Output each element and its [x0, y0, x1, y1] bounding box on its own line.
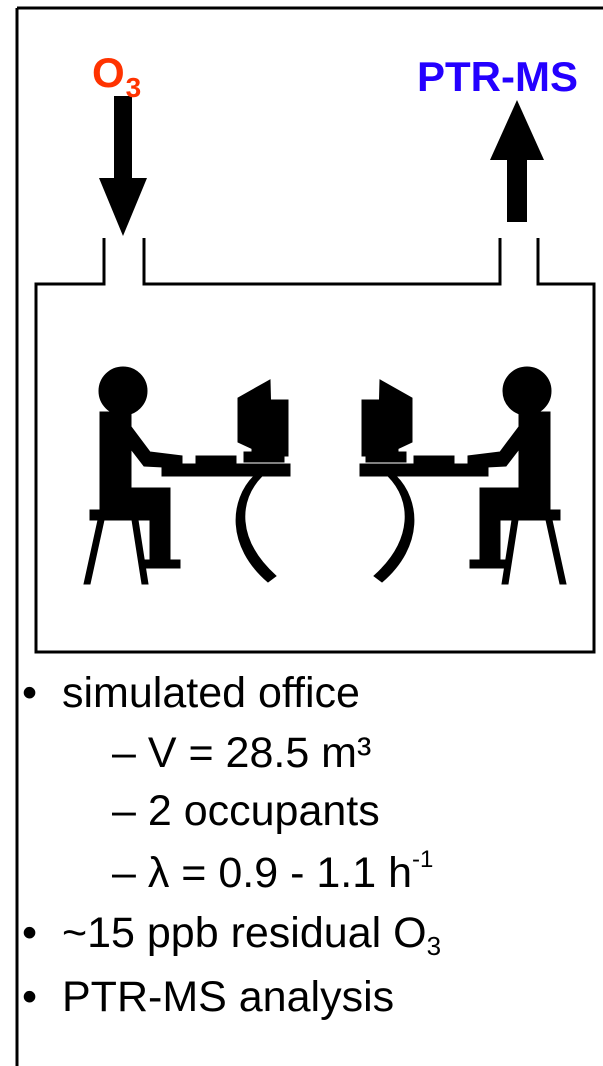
inlet-arrow	[99, 96, 147, 236]
exchange-rate-text: – λ = 0.9 - 1.1 h	[112, 849, 412, 897]
sub-bullet-occupants: – 2 occupants	[112, 790, 380, 833]
ozone-label-text: O	[92, 49, 125, 96]
person-at-computer-icon	[360, 367, 566, 584]
ozone-inlet-label: O3	[92, 52, 141, 94]
bullet-dot-icon: •	[22, 976, 62, 1019]
person-at-computer-icon	[84, 367, 290, 584]
bullet-dot-icon: •	[22, 672, 62, 715]
sub-bullet-volume: – V = 28.5 m³	[112, 732, 371, 775]
ptr-ms-outlet-label: PTR-MS	[417, 56, 578, 98]
ozone-label-subscript: 3	[126, 72, 142, 103]
exchange-rate-superscript: -1	[412, 846, 433, 873]
bullet-simulated-office: •simulated office	[22, 672, 360, 715]
sub-bullet-exchange-rate: – λ = 0.9 - 1.1 h-1	[112, 848, 433, 895]
bullet-ptr-ms-analysis: •PTR-MS analysis	[22, 976, 394, 1019]
bullet-residual-ozone: •~15 ppb residual O3	[22, 912, 441, 959]
bullet-text: simulated office	[62, 669, 360, 717]
bullet-dot-icon: •	[22, 912, 62, 955]
residual-ozone-subscript: 3	[427, 931, 441, 961]
bullet-text: ~15 ppb residual O	[62, 909, 427, 957]
bullet-text: PTR-MS analysis	[62, 973, 394, 1021]
outlet-arrow	[490, 100, 544, 222]
